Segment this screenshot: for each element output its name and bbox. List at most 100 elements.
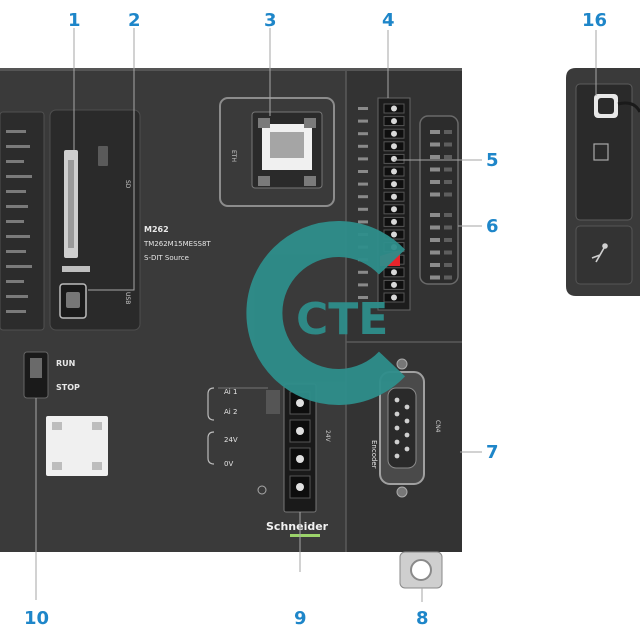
db9-pin xyxy=(394,411,400,417)
led xyxy=(430,250,440,255)
io-screw xyxy=(391,231,397,238)
side-view-module xyxy=(566,68,640,296)
led-label xyxy=(444,142,452,147)
db9-pin xyxy=(404,404,410,410)
svg-text:SD: SD xyxy=(124,180,131,189)
led-label xyxy=(444,155,452,159)
io-screw xyxy=(391,181,397,188)
io-tick xyxy=(358,296,368,299)
power-terminal-label: Ai 2 xyxy=(224,408,237,416)
callout-number: 16 xyxy=(582,10,607,31)
callout-number: 9 xyxy=(294,608,307,629)
led xyxy=(430,142,440,147)
callout-number: 1 xyxy=(68,10,81,31)
led-label xyxy=(444,180,452,184)
sd-card-slot[interactable] xyxy=(64,150,78,258)
io-tick xyxy=(358,107,368,110)
io-tick xyxy=(358,132,368,136)
callout-number: 7 xyxy=(486,442,499,463)
led xyxy=(430,192,440,197)
db9-pin xyxy=(404,446,410,452)
io-screw xyxy=(391,294,397,301)
callout-number: 2 xyxy=(128,10,141,31)
power-screw xyxy=(296,455,304,463)
led-label xyxy=(444,225,452,230)
io-screw xyxy=(391,143,397,150)
io-screw xyxy=(391,193,397,200)
led-label xyxy=(444,130,452,134)
db9-pin xyxy=(404,432,410,438)
io-tick xyxy=(358,207,368,211)
io-tick xyxy=(358,144,368,148)
brand-logo-text: Schneider xyxy=(266,520,329,533)
io-tick xyxy=(358,195,368,199)
led xyxy=(430,275,440,280)
led-label xyxy=(444,263,452,267)
callout-number: 5 xyxy=(486,150,499,171)
callout-number: 3 xyxy=(264,10,277,31)
db9-pin xyxy=(404,418,410,424)
mounting-tab xyxy=(399,551,443,589)
io-tick xyxy=(358,283,368,287)
db9-pin xyxy=(394,397,400,403)
io-screw xyxy=(391,168,397,175)
led-status-panel xyxy=(419,115,459,285)
stop-label: STOP xyxy=(56,383,80,392)
power-screw xyxy=(296,399,304,407)
encoder-label: Encoder xyxy=(370,440,378,469)
svg-text:ETH: ETH xyxy=(230,150,237,162)
led-label xyxy=(444,213,452,217)
part-numbers: TM262M15MESS8T xyxy=(143,240,211,248)
led xyxy=(430,180,440,184)
encoder-port[interactable] xyxy=(379,358,425,498)
led-label xyxy=(444,167,452,172)
io-screw xyxy=(391,269,397,276)
io-tick xyxy=(358,182,368,186)
io-label-strip xyxy=(0,111,45,331)
sd-usb-panel: SD USB xyxy=(49,109,141,331)
mini-usb-port[interactable] xyxy=(59,283,87,319)
callout-number: 4 xyxy=(382,10,395,31)
svg-text:USB: USB xyxy=(124,292,131,304)
status-led xyxy=(98,146,108,166)
led xyxy=(430,130,440,134)
callout-number: 6 xyxy=(486,216,499,237)
io-screw xyxy=(391,206,397,213)
led-label xyxy=(444,238,452,242)
db9-pin xyxy=(394,439,400,445)
run-label: RUN xyxy=(56,359,75,368)
label-plate xyxy=(46,416,108,476)
led xyxy=(430,263,440,267)
callout-number: 10 xyxy=(24,608,49,629)
db9-pin xyxy=(394,453,400,459)
cte-watermark: CTE xyxy=(246,221,406,405)
led xyxy=(430,238,440,242)
led-label xyxy=(444,192,452,197)
power-terminal-label: 24V xyxy=(224,436,238,444)
db9-pin xyxy=(394,425,400,431)
svg-text:24V: 24V xyxy=(324,430,331,443)
ethernet-port[interactable]: ETH xyxy=(219,97,335,207)
callout-leaders xyxy=(35,28,597,602)
run-stop-switch[interactable] xyxy=(23,351,49,399)
io-tick xyxy=(358,220,368,224)
led-label xyxy=(444,275,452,280)
led xyxy=(430,167,440,172)
power-screw xyxy=(296,427,304,435)
power-screw xyxy=(296,483,304,491)
led xyxy=(430,155,440,159)
svg-text:CN4: CN4 xyxy=(434,420,441,433)
io-tick xyxy=(358,270,368,274)
io-screw xyxy=(391,105,397,112)
power-terminal-block: Ai 1 Ai 2 24V 0V 24V xyxy=(207,383,331,513)
usb-icon xyxy=(591,243,608,263)
io-tick xyxy=(358,157,368,161)
io-type: S-DIT Source xyxy=(144,254,189,262)
io-screw xyxy=(391,218,397,225)
led xyxy=(430,225,440,230)
io-screw xyxy=(391,155,397,162)
io-tick xyxy=(358,170,368,173)
brand-accent xyxy=(290,534,320,537)
model-info: M262 TM262M15MESS8T S-DIT Source xyxy=(143,225,211,262)
